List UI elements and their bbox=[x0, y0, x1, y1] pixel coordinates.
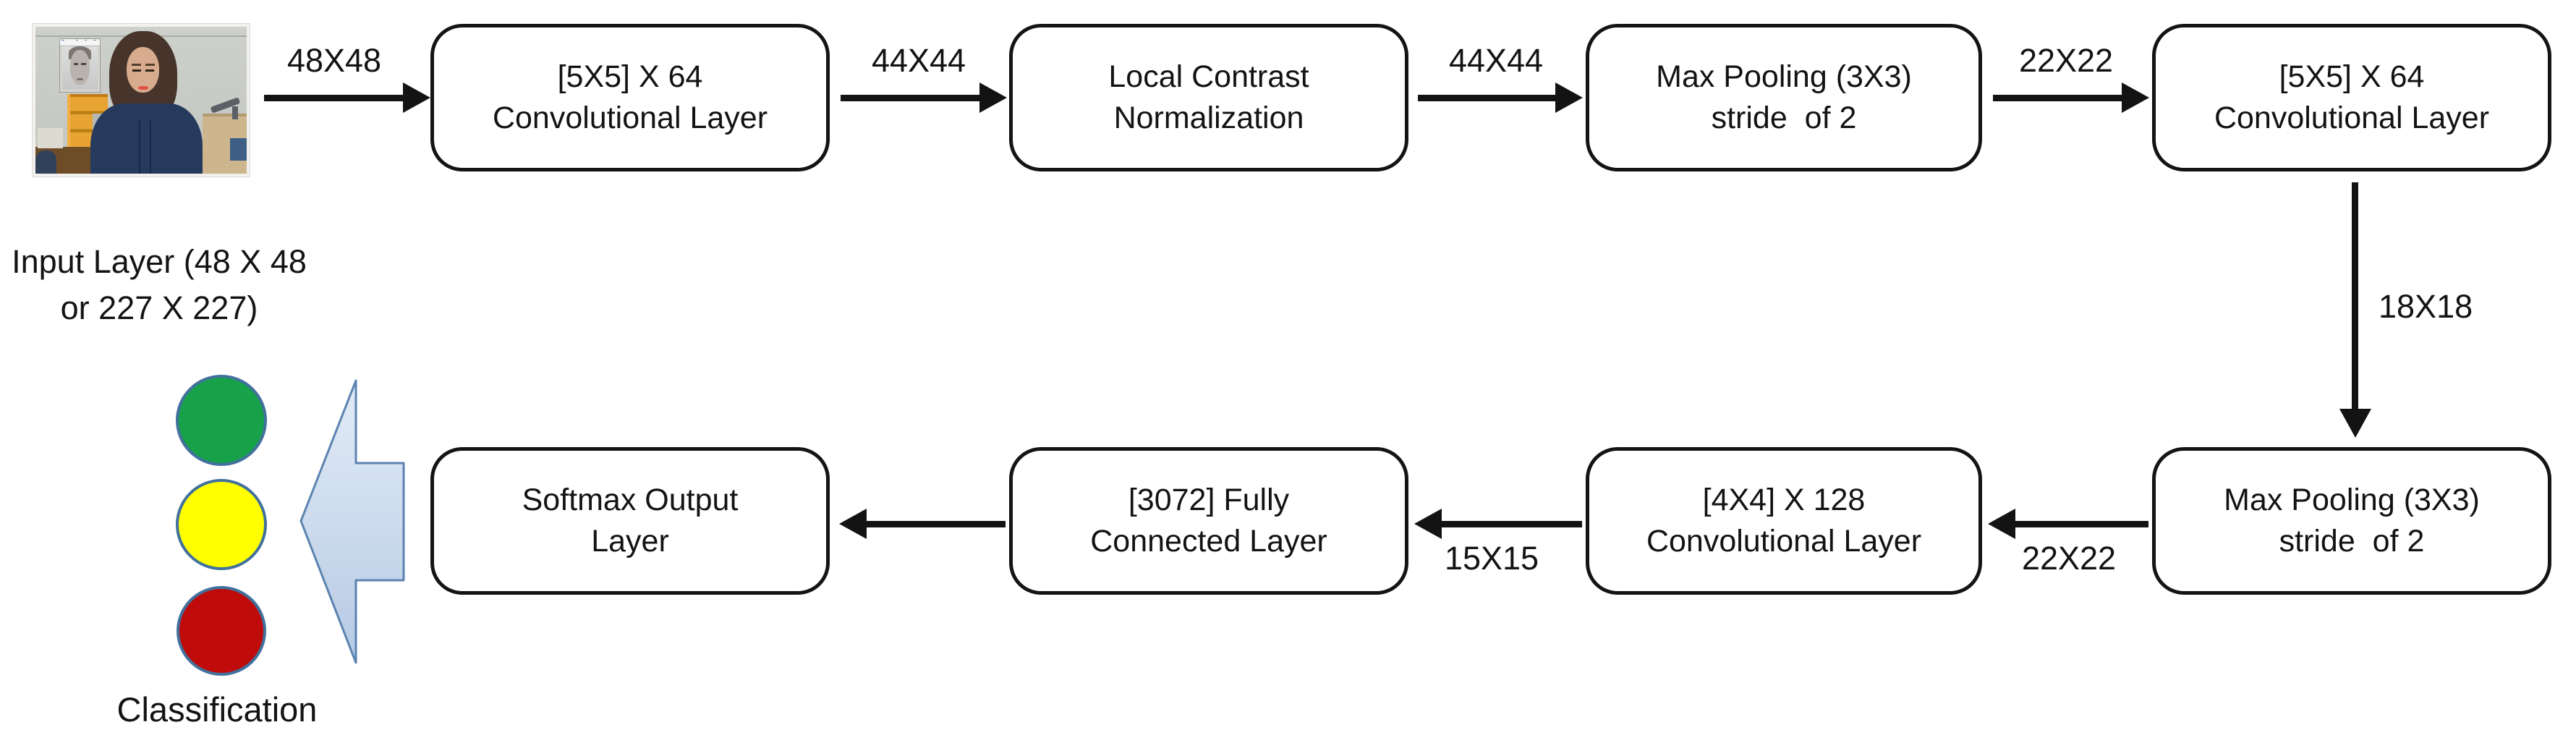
arrow-lcn-to-pool1 bbox=[1418, 95, 1557, 101]
photo-person-hoodie bbox=[90, 103, 203, 174]
node-conv3-line1: [4X4] X 128 bbox=[1702, 483, 1866, 518]
node-fully-connected: [3072] Fully Connected Layer bbox=[1009, 447, 1408, 595]
arrow-input-to-conv1 bbox=[264, 95, 404, 101]
arrow-conv1-to-lcn bbox=[841, 95, 981, 101]
node-conv2-line1: [5X5] X 64 bbox=[2279, 59, 2425, 95]
photo-hoodie-string bbox=[149, 120, 151, 174]
node-lcn-line2: Normalization bbox=[1113, 101, 1304, 135]
node-conv1-line2: Convolutional Layer bbox=[492, 101, 768, 135]
photo-hoodie-string bbox=[139, 120, 141, 174]
node-fc-line1: [3072] Fully bbox=[1128, 483, 1290, 518]
node-softmax-line1: Softmax Output bbox=[522, 483, 739, 518]
photo-person-lips bbox=[137, 86, 149, 90]
arrow-conv2-to-pool2 bbox=[2352, 182, 2358, 410]
dim-label-15x15: 15X15 bbox=[1444, 540, 1539, 577]
face-detection-inset bbox=[59, 39, 101, 93]
node-maxpool2-line1: Max Pooling (3X3) bbox=[2224, 483, 2480, 518]
inset-app-icon bbox=[61, 39, 65, 41]
dim-label-22x22-bottom: 22X22 bbox=[2021, 540, 2117, 577]
arrowhead-pool1-to-conv2 bbox=[2122, 82, 2149, 113]
photo-desk-lamp-post bbox=[231, 106, 239, 119]
class-circle-red bbox=[177, 586, 266, 676]
input-image bbox=[33, 24, 250, 177]
inset-titlebar bbox=[59, 39, 101, 47]
node-maxpool1: Max Pooling (3X3) stride of 2 bbox=[1586, 24, 1982, 171]
arrow-pool2-to-conv3 bbox=[2014, 521, 2148, 527]
node-softmax-line2: Layer bbox=[591, 524, 669, 559]
class-circle-green bbox=[176, 375, 267, 466]
node-conv3-line2: Convolutional Layer bbox=[1646, 524, 1922, 559]
photo-printer bbox=[37, 128, 63, 149]
arrowhead-conv1-to-lcn bbox=[979, 82, 1007, 113]
arrowhead-pool2-to-conv3 bbox=[1988, 509, 2015, 539]
dim-label-22x22-top: 22X22 bbox=[2018, 42, 2114, 79]
node-maxpool2: Max Pooling (3X3) stride of 2 bbox=[2152, 447, 2551, 595]
photo-person-eyebrow bbox=[145, 63, 155, 66]
input-layer-label-line1: Input Layer (48 X 48 bbox=[12, 243, 307, 280]
arrow-conv3-to-fc bbox=[1440, 521, 1582, 527]
arrow-fc-to-softmax bbox=[865, 521, 1006, 527]
photo-chair bbox=[35, 150, 57, 174]
dim-label-48x48: 48X48 bbox=[286, 42, 382, 79]
inset-face-eye bbox=[81, 63, 87, 65]
block-arrow-left bbox=[299, 379, 405, 664]
node-softmax-output: Softmax Output Layer bbox=[430, 447, 830, 595]
dim-label-44x44-a: 44X44 bbox=[871, 42, 966, 79]
photo-person-eye bbox=[132, 69, 141, 72]
arrowhead-conv3-to-fc bbox=[1414, 509, 1442, 539]
block-arrow-shape bbox=[299, 379, 405, 664]
node-local-contrast-normalization: Local Contrast Normalization bbox=[1009, 24, 1408, 171]
input-layer-label: Input Layer (48 X 48 or 227 X 227) bbox=[7, 239, 311, 331]
photo-person-eye bbox=[145, 69, 154, 72]
class-circle-yellow bbox=[176, 479, 267, 570]
dim-label-18x18: 18X18 bbox=[2379, 288, 2473, 325]
node-conv1-line1: [5X5] X 64 bbox=[557, 59, 703, 95]
arrowhead-input-to-conv1 bbox=[403, 82, 430, 113]
node-maxpool1-line1: Max Pooling (3X3) bbox=[1656, 59, 1912, 95]
dim-label-44x44-b: 44X44 bbox=[1448, 42, 1544, 79]
node-conv1: [5X5] X 64 Convolutional Layer bbox=[430, 24, 830, 171]
node-fc-line2: Connected Layer bbox=[1090, 524, 1327, 559]
classification-label: Classification bbox=[116, 690, 318, 729]
node-conv2-line2: Convolutional Layer bbox=[2214, 101, 2490, 135]
input-layer-label-line2: or 227 X 227) bbox=[60, 289, 258, 326]
inset-grayscale-face bbox=[61, 46, 98, 90]
arrowhead-fc-to-softmax bbox=[839, 509, 867, 539]
node-maxpool2-line2: stride of 2 bbox=[2279, 524, 2425, 559]
photo-person-eyebrow bbox=[131, 63, 141, 66]
node-maxpool1-line2: stride of 2 bbox=[1711, 101, 1857, 135]
node-conv2: [5X5] X 64 Convolutional Layer bbox=[2152, 24, 2551, 171]
inset-face-lips bbox=[77, 77, 84, 80]
photo-side-object bbox=[229, 138, 247, 161]
arrowhead-conv2-to-pool2 bbox=[2339, 409, 2371, 438]
arrow-pool1-to-conv2 bbox=[1993, 95, 2123, 101]
arrowhead-lcn-to-pool1 bbox=[1555, 82, 1583, 113]
node-conv3: [4X4] X 128 Convolutional Layer bbox=[1586, 447, 1982, 595]
inset-face-eye bbox=[73, 63, 79, 65]
node-lcn-line1: Local Contrast bbox=[1108, 59, 1309, 95]
